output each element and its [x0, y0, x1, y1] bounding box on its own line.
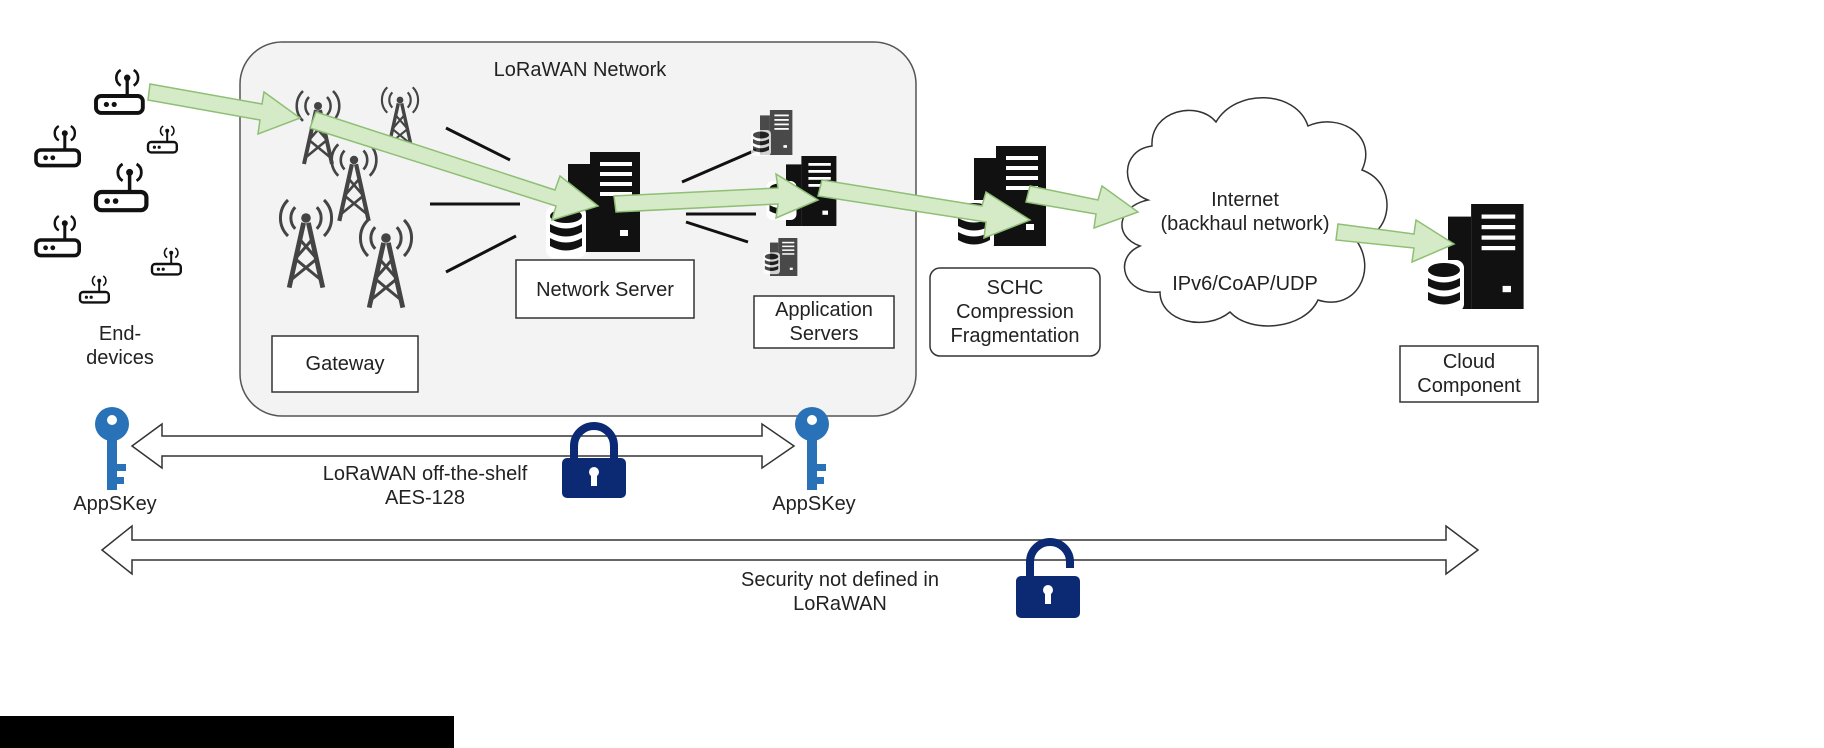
- gateway-label: Gateway: [305, 353, 385, 375]
- antenna-device-icon: [34, 214, 82, 258]
- key-icon: [795, 407, 829, 490]
- cloud-component-label: Cloud Component: [1417, 351, 1521, 397]
- appskey-left-label: AppSKey: [73, 493, 157, 515]
- protocols-label: IPv6/CoAP/UDP: [1172, 273, 1318, 295]
- flow-arrow: [147, 83, 302, 136]
- cloud-component-server-icon: [1424, 204, 1524, 312]
- database-icon: [1424, 260, 1464, 312]
- undefined-security-arrow: [100, 524, 1480, 576]
- antenna-device-icon: [78, 274, 111, 304]
- key-icon: [95, 407, 129, 490]
- internet-label: Internet (backhaul network): [1160, 189, 1330, 235]
- lorawan-network-title: LoRaWAN Network: [493, 59, 667, 81]
- lorawan-security-arrow: [130, 422, 796, 470]
- locked-padlock-icon: [562, 422, 626, 498]
- application-servers-label: Application Servers: [775, 299, 873, 345]
- appskey-right-label: AppSKey: [772, 493, 856, 515]
- flow-arrow: [1335, 218, 1456, 264]
- antenna-device-icon: [146, 124, 179, 154]
- undefined-security-label: Security not defined in LoRaWAN: [741, 569, 939, 615]
- lorawan-security-label: LoRaWAN off-the-shelf AES-128: [322, 463, 528, 509]
- antenna-device-icon: [94, 68, 145, 115]
- flow-arrow: [309, 111, 600, 222]
- data-flow-arrows: [147, 83, 1456, 264]
- unlocked-padlock-icon: [1016, 538, 1080, 618]
- antenna-device-icon: [96, 164, 146, 210]
- flow-arrow: [817, 179, 1032, 240]
- antenna-device-icon: [150, 246, 183, 276]
- flow-arrow: [1025, 184, 1140, 230]
- end-devices-label: End- devices: [86, 323, 154, 369]
- schc-label: SCHC Compression Fragmentation: [950, 277, 1080, 347]
- flow-arrow: [613, 172, 820, 220]
- end-devices-group: [34, 68, 183, 304]
- network-server-label: Network Server: [536, 279, 674, 301]
- antenna-device-icon: [34, 124, 82, 168]
- black-bar: [0, 716, 454, 748]
